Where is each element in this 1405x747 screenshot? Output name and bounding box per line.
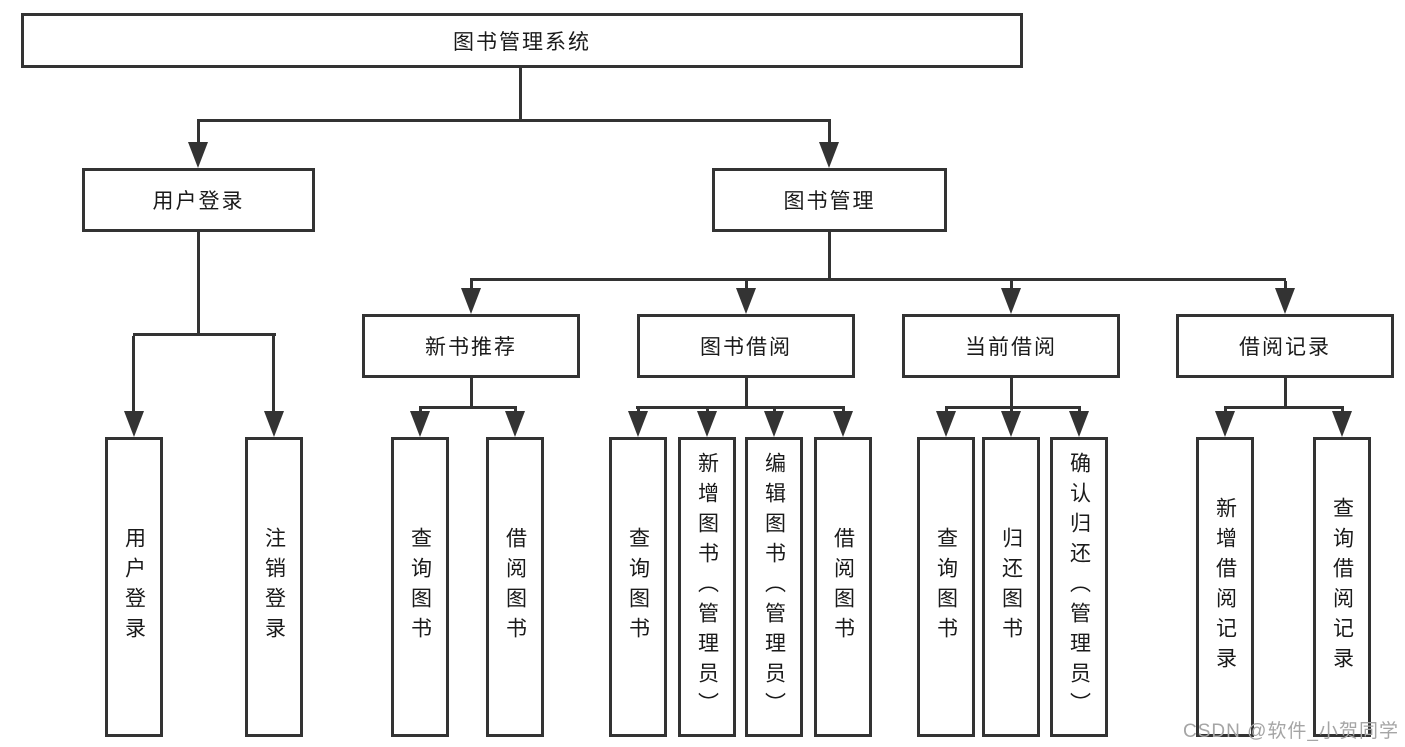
node-label: 借阅图书 bbox=[503, 527, 527, 647]
node-label: 图书管理 bbox=[783, 190, 876, 213]
node-label: 图书借阅 bbox=[700, 336, 792, 359]
connector-line bbox=[706, 406, 709, 415]
node-label: 用户登录 bbox=[152, 190, 245, 213]
leaf-borrow-books-recommend: 借阅图书 bbox=[486, 437, 544, 737]
arrow-down-icon bbox=[764, 411, 784, 437]
arrow-down-icon bbox=[1215, 411, 1235, 437]
connector-line bbox=[945, 406, 1081, 409]
leaf-logout: 注销登录 bbox=[245, 437, 303, 737]
arrow-down-icon bbox=[936, 411, 956, 437]
node-label: 新书推荐 bbox=[425, 336, 517, 359]
connector-line bbox=[1010, 378, 1013, 409]
node-book-management: 图书管理 bbox=[712, 168, 947, 232]
leaf-borrow-books: 借阅图书 bbox=[814, 437, 872, 737]
leaf-add-book-admin: 新增图书（管理员） bbox=[678, 437, 736, 737]
connector-line bbox=[514, 406, 517, 415]
node-label: 用户登录 bbox=[122, 527, 146, 647]
connector-line bbox=[197, 232, 200, 336]
node-label: 编辑图书（管理员） bbox=[762, 452, 786, 722]
connector-line bbox=[419, 406, 422, 415]
arrow-down-icon bbox=[833, 411, 853, 437]
arrow-down-icon bbox=[124, 411, 144, 437]
connector-line bbox=[197, 122, 200, 146]
arrow-down-icon bbox=[736, 288, 756, 314]
leaf-confirm-return-admin: 确认归还（管理员） bbox=[1050, 437, 1108, 737]
arrow-down-icon bbox=[410, 411, 430, 437]
node-user-login: 用户登录 bbox=[82, 168, 315, 232]
leaf-query-borrow-record: 查询借阅记录 bbox=[1313, 437, 1371, 737]
connector-line bbox=[519, 68, 522, 122]
connector-line bbox=[828, 122, 831, 146]
connector-line bbox=[470, 278, 1286, 281]
connector-line bbox=[1224, 406, 1227, 415]
connector-line bbox=[1010, 406, 1013, 415]
leaf-user-login: 用户登录 bbox=[105, 437, 163, 737]
node-label: 借阅图书 bbox=[831, 527, 855, 647]
node-label: 查询借阅记录 bbox=[1330, 497, 1354, 677]
arrow-down-icon bbox=[505, 411, 525, 437]
connector-line bbox=[636, 406, 844, 409]
connector-line bbox=[1284, 281, 1287, 291]
arrow-down-icon bbox=[264, 411, 284, 437]
connector-line bbox=[773, 406, 776, 415]
leaf-add-borrow-record: 新增借阅记录 bbox=[1196, 437, 1254, 737]
connector-line bbox=[637, 406, 640, 415]
connector-line bbox=[470, 281, 473, 291]
connector-line bbox=[842, 406, 845, 415]
leaf-edit-book-admin: 编辑图书（管理员） bbox=[745, 437, 803, 737]
node-borrowing-records: 借阅记录 bbox=[1176, 314, 1394, 378]
connector-line bbox=[1341, 406, 1344, 415]
arrow-down-icon bbox=[461, 288, 481, 314]
connector-line bbox=[1010, 281, 1013, 291]
connector-line bbox=[745, 378, 748, 409]
leaf-query-books-recommend: 查询图书 bbox=[391, 437, 449, 737]
node-label: 新增借阅记录 bbox=[1213, 497, 1237, 677]
arrow-down-icon bbox=[1332, 411, 1352, 437]
arrow-down-icon bbox=[1001, 411, 1021, 437]
leaf-query-books-current: 查询图书 bbox=[917, 437, 975, 737]
connector-line bbox=[828, 232, 831, 278]
arrow-down-icon bbox=[819, 142, 839, 168]
arrow-down-icon bbox=[188, 142, 208, 168]
node-root: 图书管理系统 bbox=[21, 13, 1023, 68]
connector-line bbox=[419, 406, 517, 409]
node-new-book-recommend: 新书推荐 bbox=[362, 314, 580, 378]
node-label: 查询图书 bbox=[626, 527, 650, 647]
watermark: CSDN @软件_小贺同学 bbox=[1183, 721, 1399, 742]
connector-line bbox=[197, 119, 831, 122]
arrow-down-icon bbox=[1275, 288, 1295, 314]
arrow-down-icon bbox=[628, 411, 648, 437]
connector-line bbox=[745, 281, 748, 291]
node-label: 当前借阅 bbox=[965, 336, 1057, 359]
leaf-query-books-borrowing: 查询图书 bbox=[609, 437, 667, 737]
node-label: 查询图书 bbox=[408, 527, 432, 647]
node-label: 归还图书 bbox=[999, 527, 1023, 647]
connector-line bbox=[132, 336, 135, 415]
arrow-down-icon bbox=[1001, 288, 1021, 314]
connector-line bbox=[1078, 406, 1081, 415]
arrow-down-icon bbox=[697, 411, 717, 437]
node-label: 查询图书 bbox=[934, 527, 958, 647]
leaf-return-book: 归还图书 bbox=[982, 437, 1040, 737]
node-label: 借阅记录 bbox=[1239, 336, 1331, 359]
connector-line bbox=[945, 406, 948, 415]
connector-line bbox=[1284, 378, 1287, 409]
connector-line bbox=[133, 333, 276, 336]
connector-line bbox=[272, 336, 275, 415]
node-book-borrowing: 图书借阅 bbox=[637, 314, 855, 378]
arrow-down-icon bbox=[1069, 411, 1089, 437]
node-label: 确认归还（管理员） bbox=[1067, 452, 1091, 722]
node-label: 新增图书（管理员） bbox=[695, 452, 719, 722]
connector-line bbox=[1224, 406, 1344, 409]
node-label: 图书管理系统 bbox=[453, 30, 591, 54]
node-label: 注销登录 bbox=[262, 527, 286, 647]
connector-line bbox=[470, 378, 473, 409]
node-current-borrowing: 当前借阅 bbox=[902, 314, 1120, 378]
